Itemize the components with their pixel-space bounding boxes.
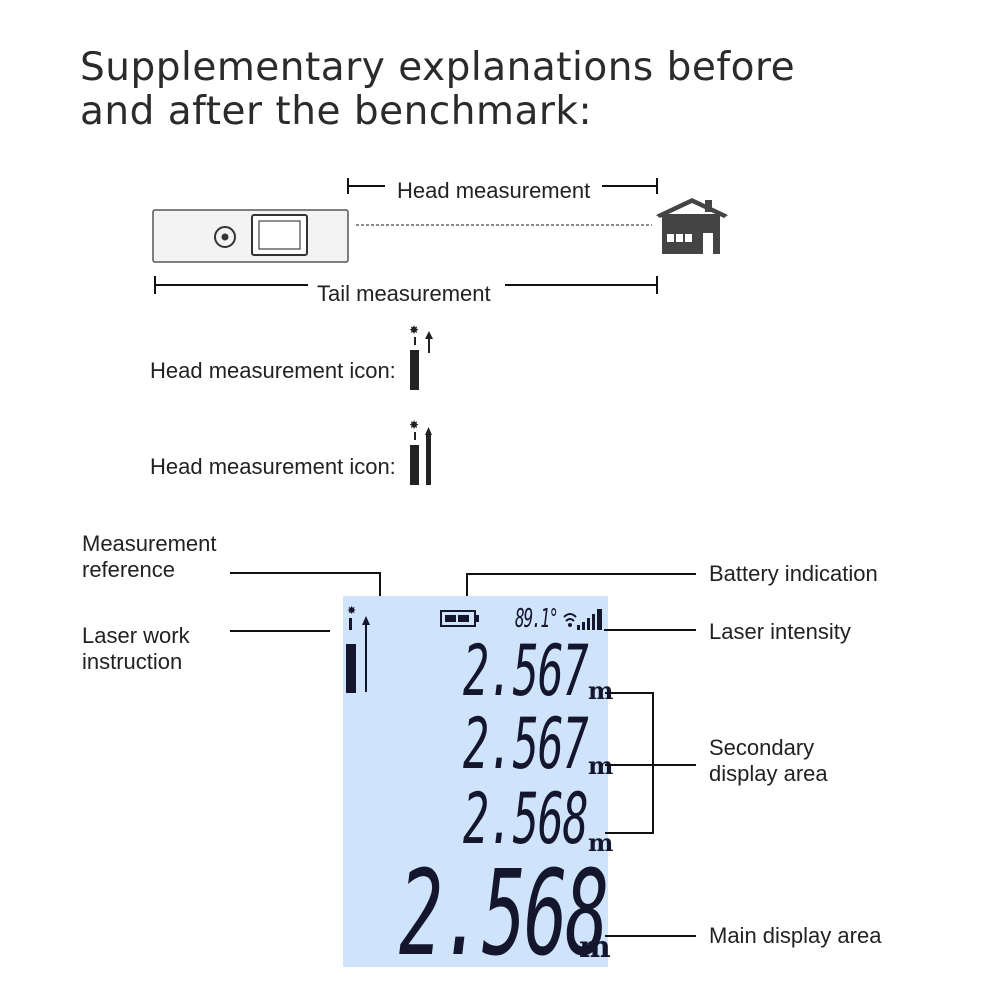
secondary-line-2	[605, 764, 696, 766]
lcd-display: ✸ 89.1° 2.567 m 2.567 m 2.568 m 2.568 m	[343, 596, 613, 972]
main-display-line	[605, 935, 696, 937]
main-display-label: Main display area	[709, 923, 882, 948]
secondary-line-1	[605, 692, 653, 694]
measurement-reference-line-v	[379, 572, 381, 596]
battery-label: Battery indication	[709, 561, 878, 586]
laser-work-label: Laser work instruction	[82, 623, 190, 674]
svg-text:✸: ✸	[409, 323, 419, 337]
svg-text:✸: ✸	[347, 604, 356, 617]
secondary-reading-2: 2.567	[463, 703, 589, 785]
svg-text:✸: ✸	[409, 418, 419, 432]
head-icon-label: Head measurement icon:	[150, 358, 396, 383]
tail-icon-label: Head measurement icon:	[150, 454, 396, 479]
tail-measurement-label: Tail measurement	[317, 281, 491, 306]
head-measurement-label: Head measurement	[397, 178, 591, 203]
laser-work-icon: ✸	[346, 604, 370, 693]
secondary-line-3	[605, 832, 653, 834]
measurement-reference-label: Measurement reference	[82, 531, 217, 582]
measurement-diagram: ✸ ✸	[152, 178, 728, 485]
tail-measurement-bracket	[154, 276, 658, 294]
secondary-bracket	[652, 692, 654, 834]
secondary-reading-3: 2.568	[463, 778, 589, 860]
secondary-display-label: Secondary display area	[709, 735, 828, 786]
battery-line-v	[466, 573, 468, 596]
battery-icon	[440, 610, 479, 627]
angle-readout: 89.1°	[515, 604, 559, 634]
page-title: Supplementary explanations before and af…	[80, 45, 796, 134]
laser-work-line	[230, 630, 330, 632]
head-measurement-bracket	[347, 178, 658, 194]
laser-intensity-line	[604, 629, 696, 631]
head-measurement-icon: ✸	[409, 323, 433, 390]
rangefinder-device	[152, 209, 349, 263]
measurement-reference-line	[230, 572, 381, 574]
laser-intensity-label: Laser intensity	[709, 619, 851, 644]
laser-intensity-icon	[563, 609, 602, 630]
tail-measurement-icon: ✸	[409, 418, 432, 485]
house-icon	[656, 198, 728, 254]
secondary-reading-1: 2.567	[463, 630, 589, 712]
battery-line	[466, 573, 696, 575]
unit-1: m	[588, 676, 614, 705]
main-reading: 2.568	[399, 844, 609, 982]
